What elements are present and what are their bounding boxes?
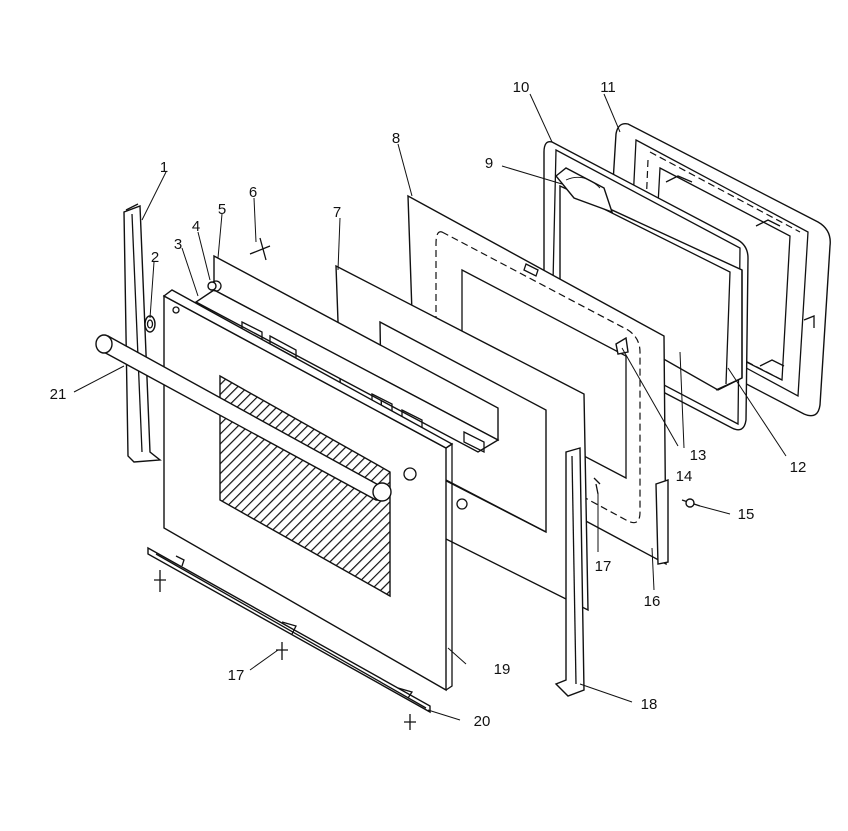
hinge-bushing (144, 315, 156, 333)
callout-18: 18 (641, 696, 658, 713)
left-hinge-bracket (123, 203, 162, 463)
callout-20: 20 (474, 713, 491, 730)
callout-2: 2 (151, 249, 159, 266)
screw-top (249, 237, 271, 261)
callout-1: 1 (160, 159, 168, 176)
callout-4: 4 (192, 218, 200, 235)
screw-trim (207, 281, 217, 291)
callout-12: 12 (790, 459, 807, 476)
callout-15: 15 (738, 506, 755, 523)
callout-9: 9 (485, 155, 493, 172)
callout-5: 5 (218, 201, 226, 218)
screw-bottom (154, 483, 599, 730)
callout-16: 16 (644, 593, 661, 610)
callout-11: 11 (600, 79, 616, 96)
bottom-trim (147, 546, 431, 714)
callout-21: 21 (50, 386, 67, 403)
right-channel (655, 479, 669, 565)
right-hinge-bracket (554, 447, 585, 697)
callout-13: 13 (690, 447, 707, 464)
door-handle (95, 334, 392, 502)
callout-6: 6 (249, 184, 257, 201)
callout-10: 10 (513, 79, 530, 96)
leader-lines (73, 93, 787, 721)
callout-14: 14 (676, 468, 693, 485)
callout-19: 19 (494, 661, 511, 678)
callout-7: 7 (333, 204, 341, 221)
screw-right (681, 498, 701, 508)
retainer-clip (615, 336, 629, 355)
callout-17b: 17 (228, 667, 245, 684)
callout-8: 8 (392, 130, 400, 147)
callout-3: 3 (174, 236, 182, 253)
callout-17a: 17 (595, 558, 612, 575)
callout-labels: 1 2 3 4 5 6 7 8 9 10 11 12 13 14 15 16 1… (50, 79, 807, 730)
